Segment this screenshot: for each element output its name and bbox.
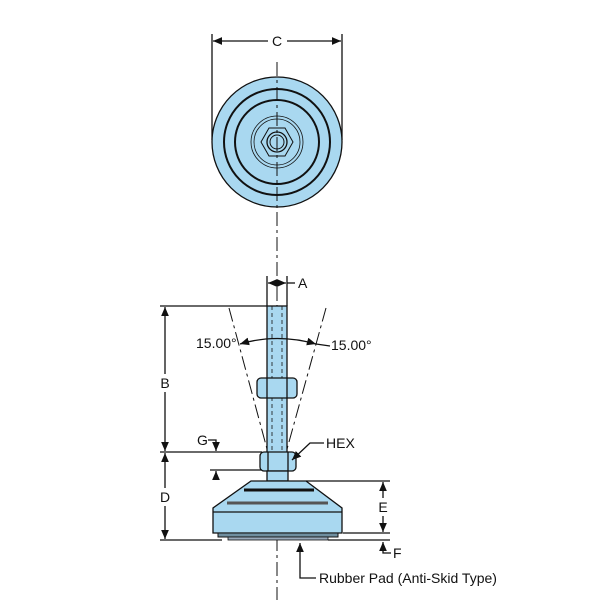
label-bg [158,488,172,506]
dimension-f-label: F [393,545,402,561]
tilt-limit-left [228,307,271,461]
dimension-b-label: B [160,375,169,391]
rubber-pad-leader [296,543,316,579]
dimension-e-label: E [378,499,387,515]
dimension-g-label: G [197,432,208,448]
hex-nut-top [260,127,294,157]
rubber-pad [217,532,339,538]
label-bg [376,498,390,516]
side-view [212,305,343,541]
hex-leader [291,442,324,461]
rubber-pad-label: Rubber Pad (Anti-Skid Type) [319,570,497,586]
label-bg [158,374,172,392]
dimension-c-label: C [272,33,282,49]
ball-neck [266,470,289,482]
hex-nut [259,451,297,472]
jam-nut [256,377,298,399]
dimension-a-label: A [298,275,308,291]
dimension-d-label: D [160,489,170,505]
f-leader [379,542,391,554]
angle-left-label: 15.00° [196,335,237,351]
hex-label: HEX [326,435,355,451]
tilt-limit-right [283,307,327,461]
angle-arc [239,337,317,346]
angle-leader [315,343,331,347]
angle-right-label: 15.00° [331,337,372,353]
g-leader-top [208,439,220,451]
rubber-pad-bottom [227,536,329,541]
